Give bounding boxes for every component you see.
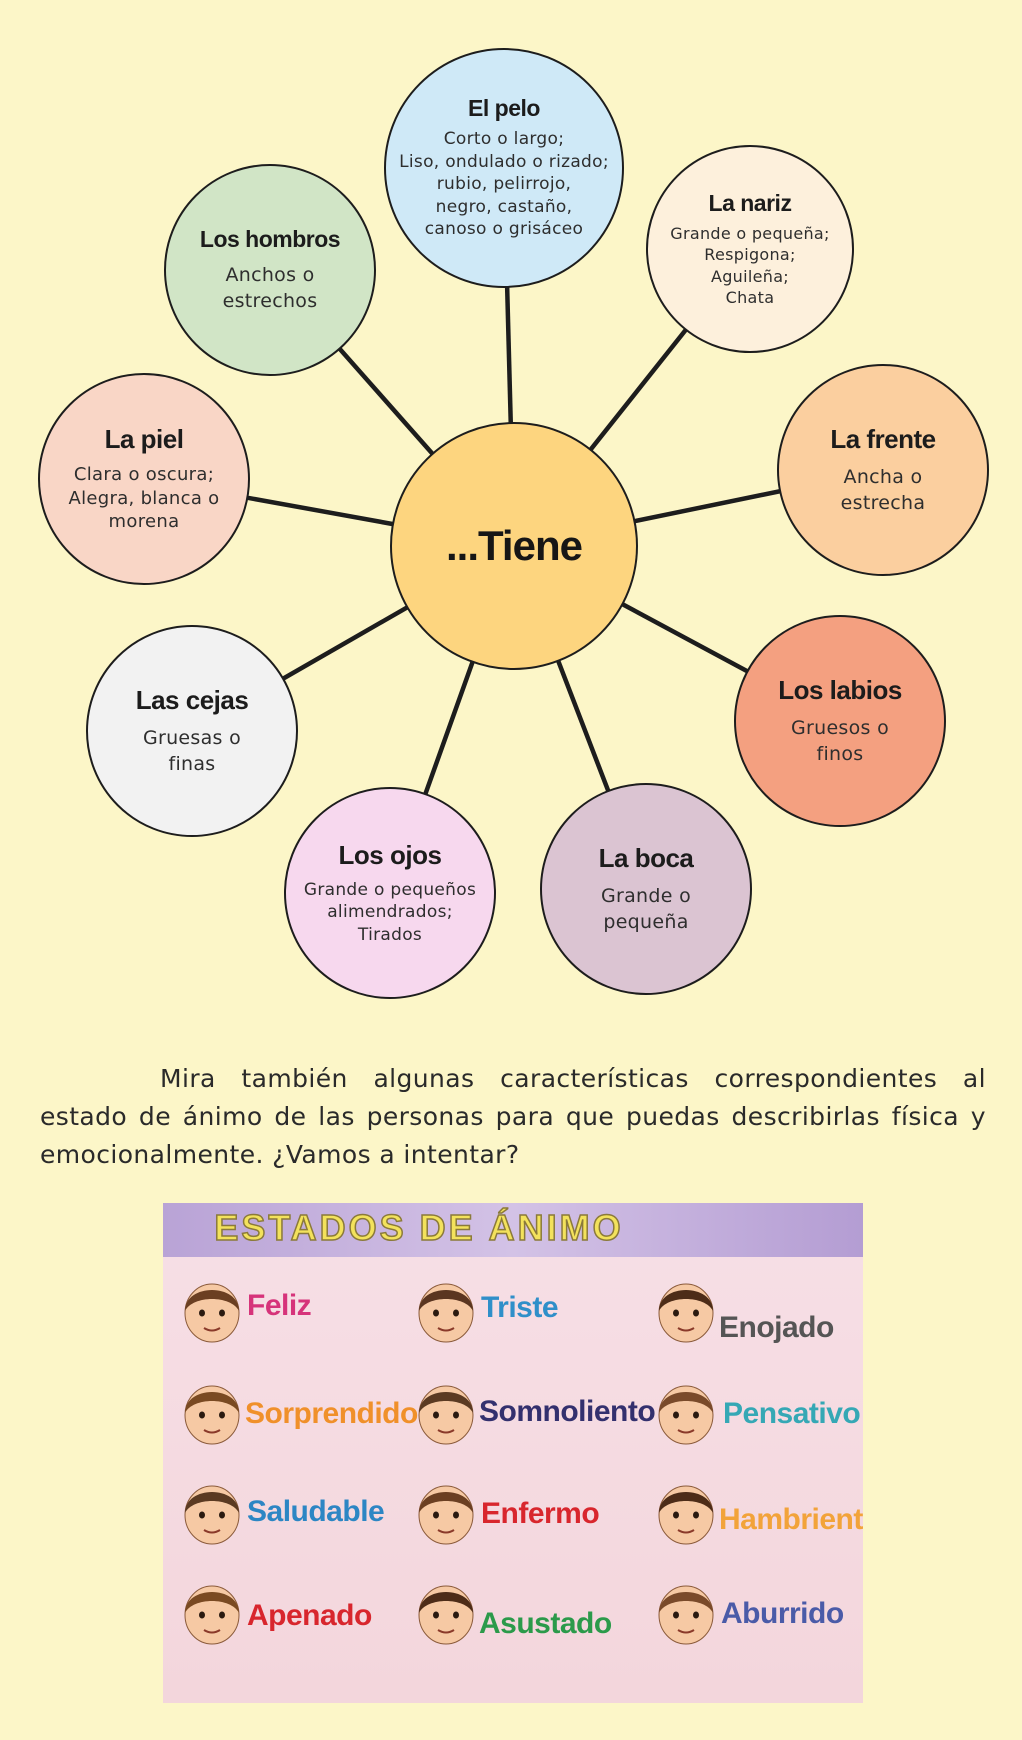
child-face-icon [184,1283,240,1343]
moods-title: ESTADOS DE ÁNIMO [214,1206,624,1249]
node-los-ojos: Los ojos Grande o pequeños alimendrados;… [284,787,496,999]
child-face-icon [418,1585,474,1645]
node-title: La boca [598,843,694,874]
node-description: Corto o largo; Liso, ondulado o rizado; … [399,129,609,240]
node-title: Los ojos [338,839,442,870]
node-description: Clara o oscura; Alegra, blanca o morena [68,463,220,533]
intro-paragraph: Mira también algunas características cor… [40,1060,986,1174]
mood-label: Triste [481,1291,559,1324]
mood-label: Pensativo [723,1397,861,1430]
node-title: El pelo [468,95,540,122]
mood-label: Sorprendido [245,1397,418,1430]
child-face-icon [184,1385,240,1445]
node-las-cejas: Las cejas Gruesas o finas [86,625,298,837]
node-description: Gruesos o finos [790,717,890,765]
child-face-icon [658,1385,714,1445]
node-description: Gruesas o finas [142,727,242,775]
node-la-piel: La piel Clara o oscura; Alegra, blanca o… [38,373,250,585]
child-face-icon [418,1283,474,1343]
node-title: La nariz [708,190,792,217]
mood-label: Enojado [719,1311,834,1344]
child-face-icon [658,1585,714,1645]
node-title: Las cejas [135,685,249,716]
mood-label: Saludable [247,1495,385,1528]
node-la-frente: La frente Ancha o estrecha [777,364,989,576]
node-description: Grande o pequeña [600,885,692,933]
child-face-icon [418,1385,474,1445]
mood-label: Aburrido [721,1597,844,1630]
node-description: Grande o pequeños alimendrados; Tirados [303,879,477,945]
mood-label: Asustado [479,1607,612,1640]
mood-label: Feliz [247,1289,312,1322]
paragraph-line-3: emocionalmente. ¿Vamos a intentar? [40,1140,520,1169]
node-el-pelo: El pelo Corto o largo; Liso, ondulado o … [384,48,624,288]
mind-map-center: ...Tiene [390,422,638,670]
child-face-icon [184,1485,240,1545]
mood-label: Apenado [247,1599,372,1632]
paragraph-line-2: estado de ánimo de las personas para que… [40,1102,986,1131]
node-la-nariz: La nariz Grande o pequeña; Respigona; Ag… [646,145,854,353]
paragraph-line-1: Mira también algunas características cor… [160,1064,986,1093]
node-title: La frente [830,424,936,455]
mind-map-center-title: ...Tiene [446,522,583,569]
node-title: Los labios [778,675,902,706]
node-los-labios: Los labios Gruesos o finos [734,615,946,827]
node-title: Los hombros [199,226,341,253]
node-los-hombros: Los hombros Anchos o estrechos [164,164,376,376]
node-description: Grande o pequeña; Respigona; Aguileña; C… [670,224,830,307]
feature-mind-map: ...Tiene El pelo Corto o largo; Liso, on… [38,48,989,999]
node-description: Ancha o estrecha [840,466,926,514]
child-face-icon [184,1585,240,1645]
mood-label: Somnoliento [479,1395,656,1428]
node-title: La piel [104,423,184,454]
child-face-icon [658,1485,714,1545]
child-face-icon [658,1283,714,1343]
node-la-boca: La boca Grande o pequeña [540,783,752,995]
child-face-icon [418,1485,474,1545]
node-description: Anchos o estrechos [222,264,318,312]
mood-label: Hambrienta [719,1503,863,1536]
mood-label: Enfermo [481,1497,600,1530]
moods-title-banner [163,1203,863,1257]
